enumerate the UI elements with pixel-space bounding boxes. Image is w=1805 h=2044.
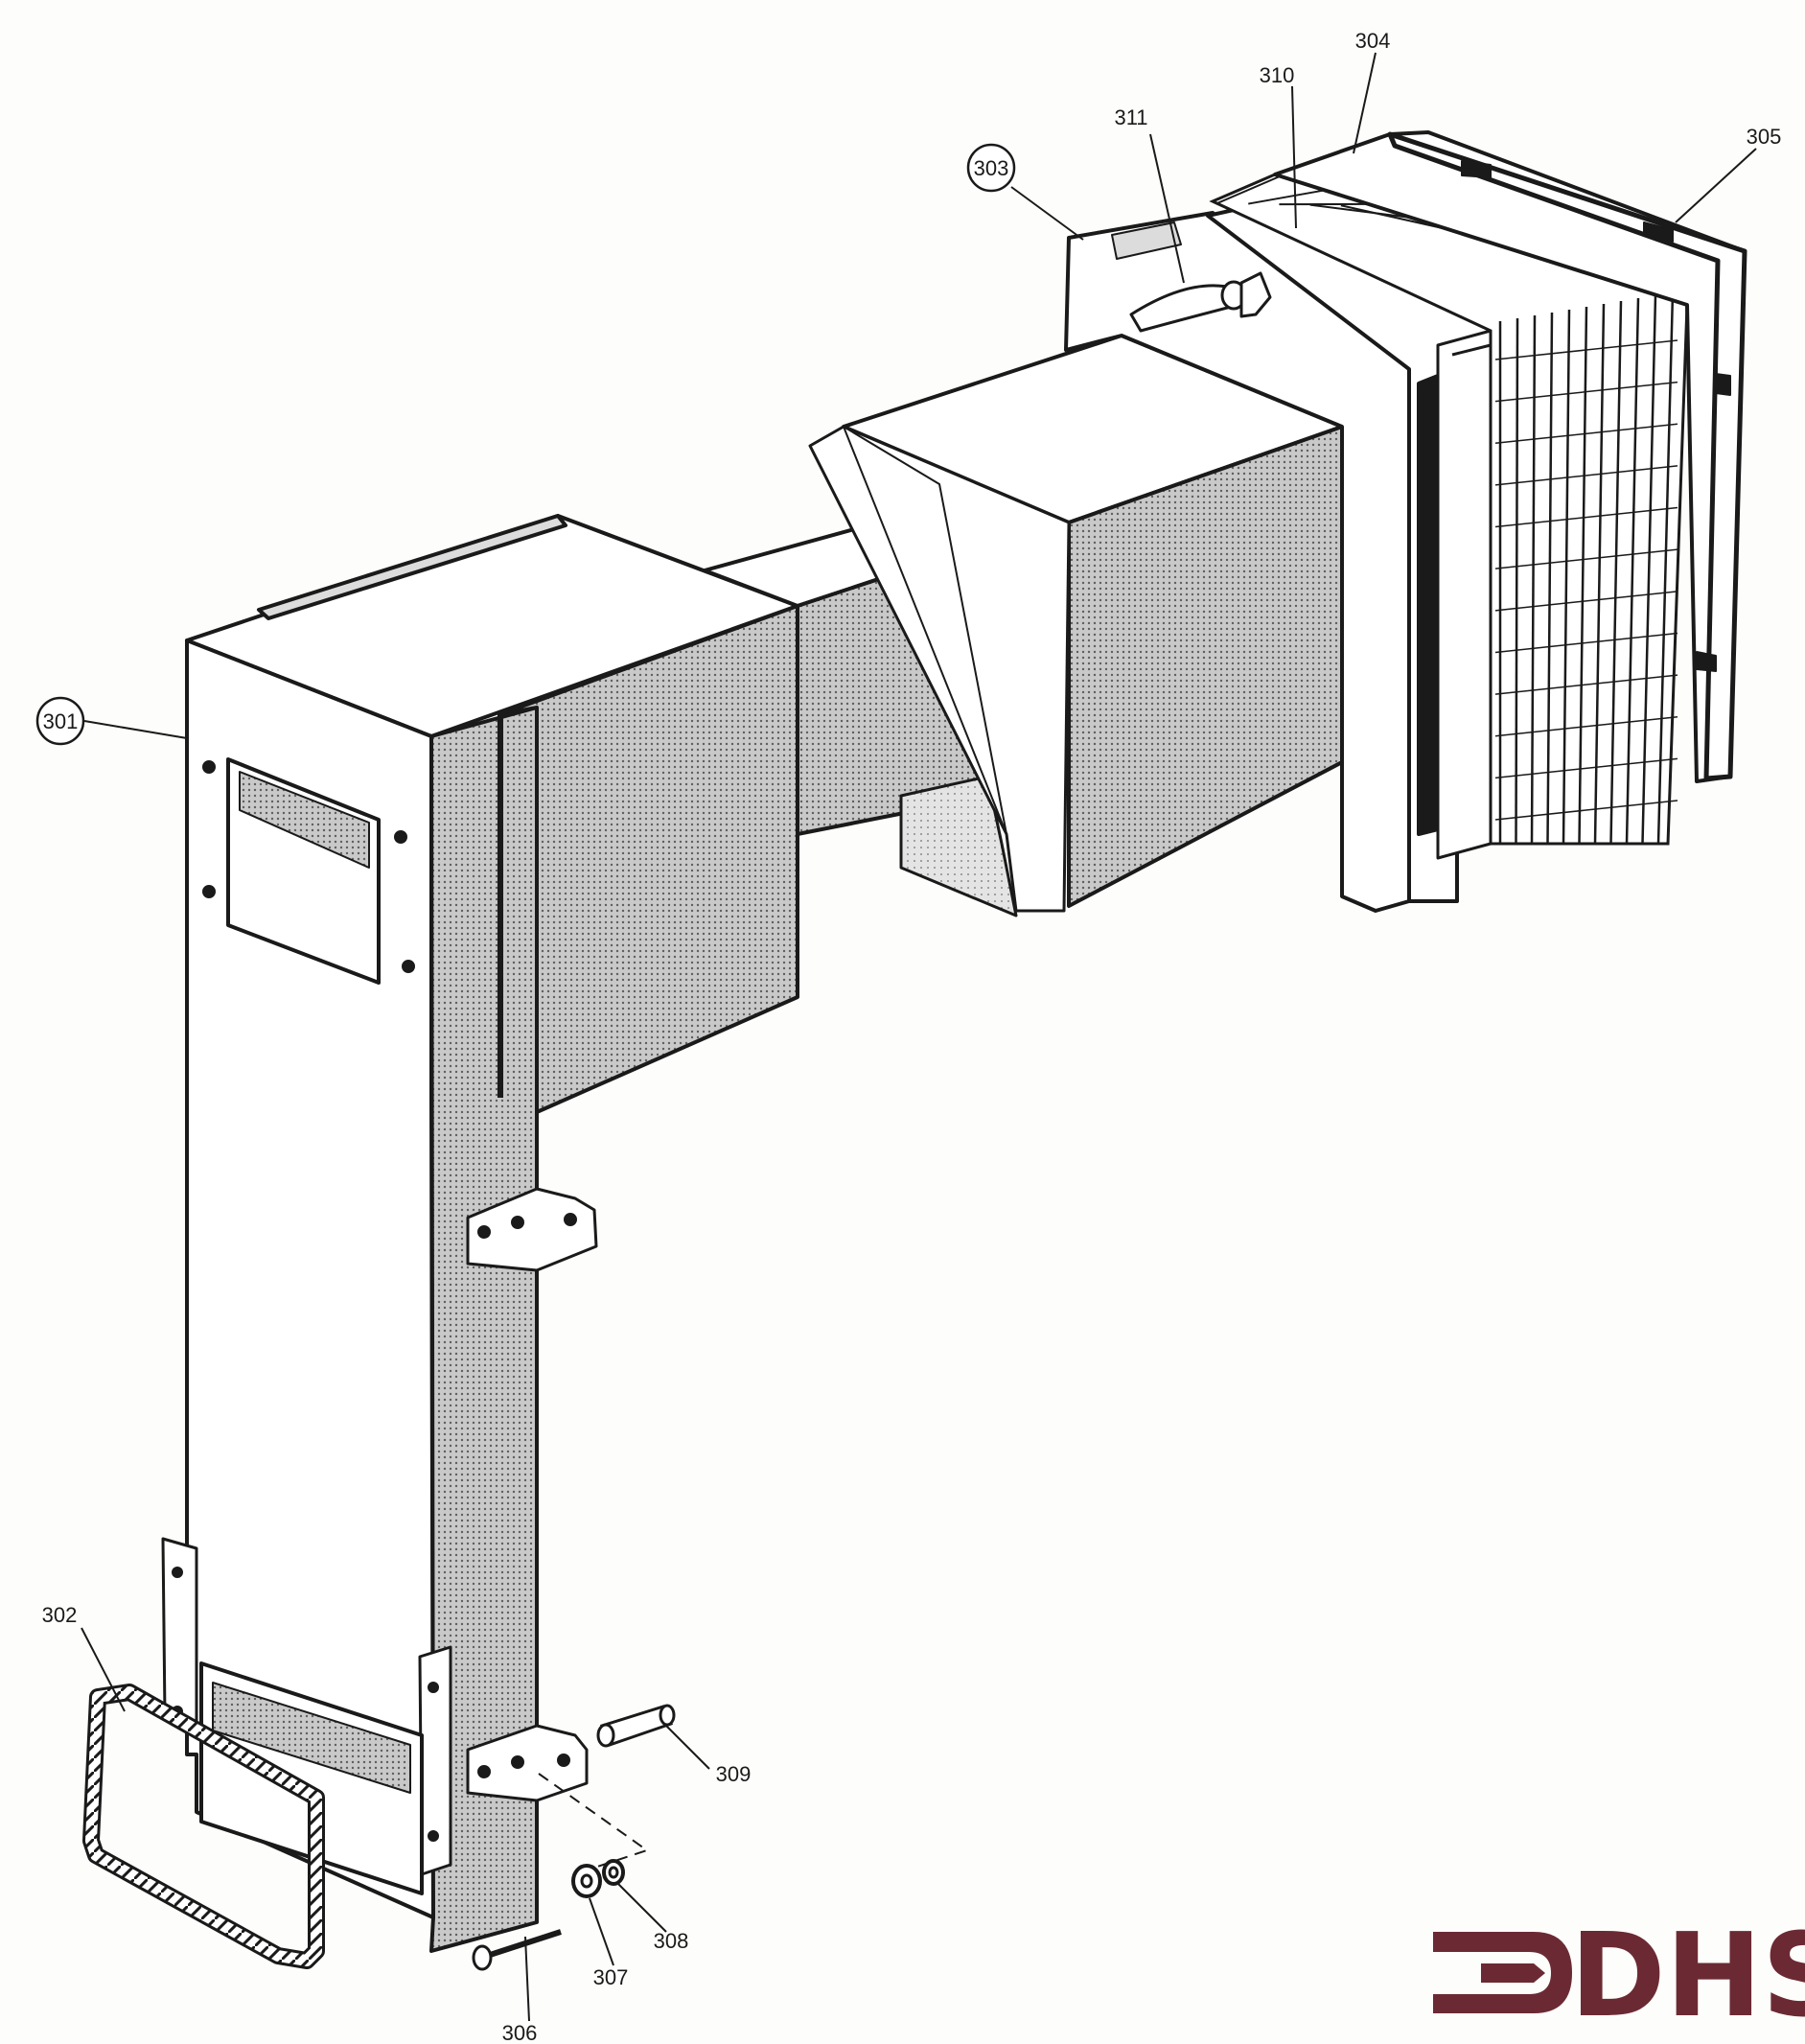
wire-vertical [1562,309,1571,845]
terminal-frame-305 [1273,130,1747,783]
callout-310-text: 310 [1260,63,1295,87]
callout-302-text: 302 [42,1603,78,1627]
wire-horizontal [1494,548,1678,569]
wire-horizontal [1494,757,1678,779]
wire-top [1248,189,1325,205]
wire-vertical [1515,317,1519,845]
callout-308-text: 308 [654,1929,689,1953]
wire-vertical [1656,291,1675,845]
wire-vertical [1609,300,1623,845]
washer-308 [602,1859,625,1886]
callout-labels: 301 302 303 304 305 306 307 308 309 310 … [35,29,1782,2044]
wire-vertical [1625,297,1640,845]
wire-horizontal [1494,591,1678,612]
callout-305-text: 305 [1747,125,1782,149]
wire-horizontal [1494,632,1678,654]
rope-gasket-302 [82,1684,325,1969]
wire-vertical [1530,314,1537,845]
wire-horizontal [1494,800,1678,821]
wire-top [1216,175,1281,204]
callout-303: 303 [966,143,1016,193]
wire-horizontal [1494,339,1678,360]
wall-plug-309 [596,1704,676,1748]
washer-307 [571,1864,602,1898]
callout-307-text: 307 [593,1965,629,1989]
wire-horizontal [1494,715,1678,737]
logo-text: DHS [1570,1910,1805,2043]
callout-304-text: 304 [1355,29,1391,53]
callout-306-text: 306 [502,2021,538,2044]
wire-vertical [1593,303,1606,845]
screw-306 [472,1929,562,1971]
callout-301: 301 [35,696,85,746]
wire-horizontal [1494,465,1678,486]
dhs-logo: DHS [1433,1910,1805,2043]
wire-horizontal [1494,506,1678,528]
wire-top [1309,203,1415,220]
leader-lines [81,52,1757,2022]
callout-303-text: 303 [974,156,1009,180]
callout-301-text: 301 [43,709,79,733]
wire-vertical [1641,294,1657,845]
callout-311-text: 311 [1114,105,1147,129]
logo-mark [1433,1932,1572,2013]
wire-vertical [1578,306,1588,845]
callout-309-text: 309 [716,1762,752,1786]
wire-vertical [1546,312,1554,845]
wire-horizontal [1494,381,1678,403]
wire-horizontal [1494,674,1678,695]
fixing-parts [472,1704,676,1971]
flue-duct-301 [161,514,799,1953]
wire-horizontal [1494,423,1678,445]
